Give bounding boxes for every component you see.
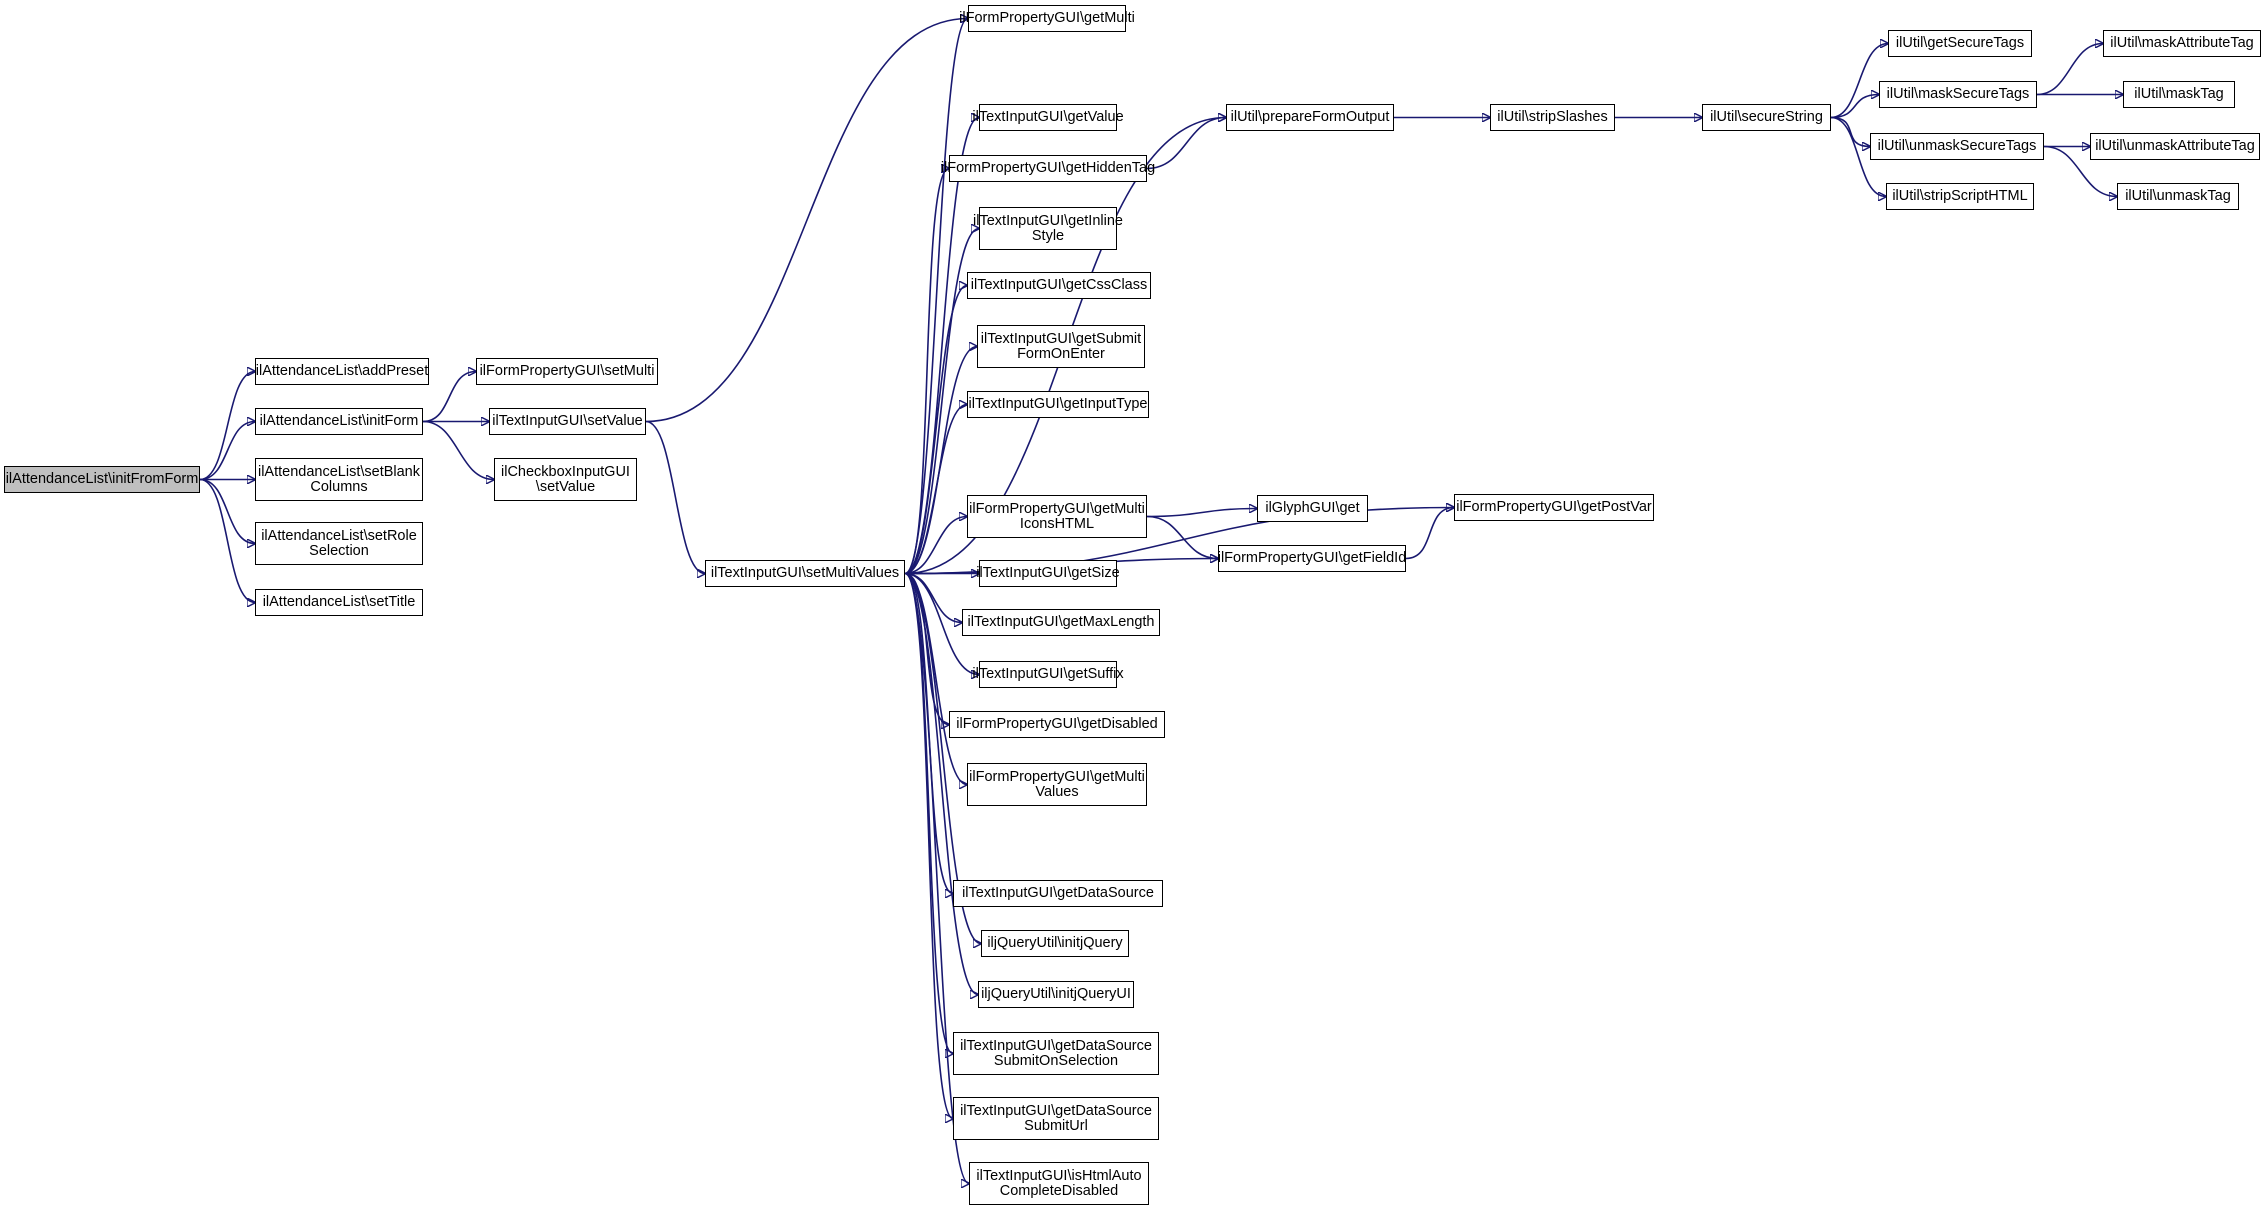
node-get-value[interactable]: ilTextInputGUI\getValue xyxy=(972,104,1124,131)
node-get-max-length[interactable]: ilTextInputGUI\getMaxLength xyxy=(962,609,1160,636)
node-prepare-form-output[interactable]: ilUtil\prepareFormOutput xyxy=(1226,104,1394,131)
node-init-form[interactable]: ilAttendanceList\initForm xyxy=(255,408,423,435)
node-set-role-selection[interactable]: ilAttendanceList\setRole Selection xyxy=(255,522,423,565)
edge-root-to-setRoleSelection xyxy=(199,478,255,544)
node-get-disabled[interactable]: ilFormPropertyGUI\getDisabled xyxy=(949,711,1165,738)
edge-setMultiValues-to-initjQueryUI xyxy=(904,572,978,995)
node-get-input-type[interactable]: ilTextInputGUI\getInputType xyxy=(967,391,1149,418)
edge-setMultiValues-to-getDataSourceSubmitUrl xyxy=(904,572,953,1119)
node-secure-string[interactable]: ilUtil\secureString xyxy=(1702,104,1831,131)
node-get-hidden-tag[interactable]: ilFormPropertyGUI\getHiddenTag xyxy=(941,155,1155,182)
node-strip-slashes[interactable]: ilUtil\stripSlashes xyxy=(1490,104,1615,131)
node-mask-attribute-tag[interactable]: ilUtil\maskAttributeTag xyxy=(2103,30,2261,57)
node-get-suffix[interactable]: ilTextInputGUI\getSuffix xyxy=(972,661,1124,688)
edge-maskSecureTags-to-maskAttributeTag xyxy=(2036,44,2103,96)
node-get-multi[interactable]: ilFormPropertyGUI\getMulti xyxy=(959,5,1135,32)
edge-root-to-initForm xyxy=(199,422,255,481)
edge-unmaskSecureTags-to-unmaskTag xyxy=(2043,145,2117,197)
edge-initForm-to-setMulti xyxy=(422,372,476,423)
edge-setMultiValues-to-getMultiValues xyxy=(904,572,967,785)
edge-root-to-setTitle xyxy=(199,478,255,603)
node-mask-secure-tags[interactable]: ilUtil\maskSecureTags xyxy=(1879,81,2037,108)
node-text-input-set-value[interactable]: ilTextInputGUI\setValue xyxy=(489,408,646,435)
node-get-multi-values[interactable]: ilFormPropertyGUI\getMulti Values xyxy=(967,763,1147,806)
node-checkbox-set-value[interactable]: ilCheckboxInputGUI \setValue xyxy=(494,458,637,501)
node-init-jquery[interactable]: iljQueryUtil\initjQuery xyxy=(981,930,1129,957)
node-strip-script-html[interactable]: ilUtil\stripScriptHTML xyxy=(1886,183,2034,210)
node-get-data-source-submit-url[interactable]: ilTextInputGUI\getDataSource SubmitUrl xyxy=(953,1097,1159,1140)
node-unmask-tag[interactable]: ilUtil\unmaskTag xyxy=(2117,183,2239,210)
node-unmask-attribute-tag[interactable]: ilUtil\unmaskAttributeTag xyxy=(2090,133,2260,160)
node-is-html-auto-complete-disabled[interactable]: ilTextInputGUI\isHtmlAuto CompleteDisabl… xyxy=(969,1162,1149,1205)
node-get-data-source-submit-on-selection[interactable]: ilTextInputGUI\getDataSource SubmitOnSel… xyxy=(953,1032,1159,1075)
node-get-size[interactable]: ilTextInputGUI\getSize xyxy=(976,560,1120,587)
node-get-submit-form-on-enter[interactable]: ilTextInputGUI\getSubmit FormOnEnter xyxy=(977,325,1145,368)
node-get-inline-style[interactable]: ilTextInputGUI\getInline Style xyxy=(973,207,1123,250)
node-get-multi-icons-html[interactable]: ilFormPropertyGUI\getMulti IconsHTML xyxy=(967,495,1147,538)
node-set-blank-columns[interactable]: ilAttendanceList\setBlank Columns xyxy=(255,458,423,501)
node-set-multi-values[interactable]: ilTextInputGUI\setMultiValues xyxy=(705,560,905,587)
edge-secureString-to-maskSecureTags xyxy=(1830,95,1879,119)
node-set-multi[interactable]: ilFormPropertyGUI\setMulti xyxy=(476,358,658,385)
edge-setMultiValues-to-getInputType xyxy=(904,405,967,575)
node-init-jquery-ui[interactable]: iljQueryUtil\initjQueryUI xyxy=(978,981,1134,1008)
node-get-secure-tags[interactable]: ilUtil\getSecureTags xyxy=(1888,30,2032,57)
edge-tiSetValue-to-getMulti xyxy=(645,19,968,423)
edge-setMultiValues-to-isHtmlAutoCompleteDisabled xyxy=(904,572,969,1184)
edge-setMultiValues-to-getSuffix xyxy=(904,572,979,675)
node-mask-tag[interactable]: ilUtil\maskTag xyxy=(2123,81,2235,108)
edge-getHiddenTag-to-prepareFormOutput xyxy=(1146,118,1226,170)
edge-setMultiValues-to-getCssClass xyxy=(904,286,967,575)
edge-tiSetValue-to-setMultiValues xyxy=(645,420,705,574)
edge-initForm-to-cbSetValue xyxy=(422,420,494,480)
node-get-data-source[interactable]: ilTextInputGUI\getDataSource xyxy=(953,880,1163,907)
node-set-title[interactable]: ilAttendanceList\setTitle xyxy=(255,589,423,616)
edge-getFieldId-to-getPostVar xyxy=(1405,508,1454,560)
edge-getMultiIconsHTML-to-glyphGet xyxy=(1146,509,1257,518)
node-add-preset[interactable]: ilAttendanceList\addPreset xyxy=(255,358,429,385)
node-get-field-id[interactable]: ilFormPropertyGUI\getFieldId xyxy=(1218,545,1406,572)
node-glyph-get[interactable]: ilGlyphGUI\get xyxy=(1257,495,1368,522)
edge-secureString-to-stripScriptHTML xyxy=(1830,116,1886,197)
edge-getMultiIconsHTML-to-getFieldId xyxy=(1146,515,1218,559)
node-root[interactable]: ilAttendanceList\initFromForm xyxy=(4,466,200,493)
edge-setMultiValues-to-getInlineStyle xyxy=(904,229,979,575)
edge-setMultiValues-to-getMultiIconsHTML xyxy=(904,517,967,575)
edge-secureString-to-unmaskSecureTags xyxy=(1830,116,1870,147)
edge-root-to-addPreset xyxy=(199,372,255,481)
edge-setMultiValues-to-initjQuery xyxy=(904,572,981,944)
edge-secureString-to-getSecureTags xyxy=(1830,44,1888,119)
node-unmask-secure-tags[interactable]: ilUtil\unmaskSecureTags xyxy=(1870,133,2044,160)
node-get-post-var[interactable]: ilFormPropertyGUI\getPostVar xyxy=(1454,494,1654,521)
node-get-css-class[interactable]: ilTextInputGUI\getCssClass xyxy=(967,272,1151,299)
edge-setMultiValues-to-getHiddenTag xyxy=(904,169,949,575)
